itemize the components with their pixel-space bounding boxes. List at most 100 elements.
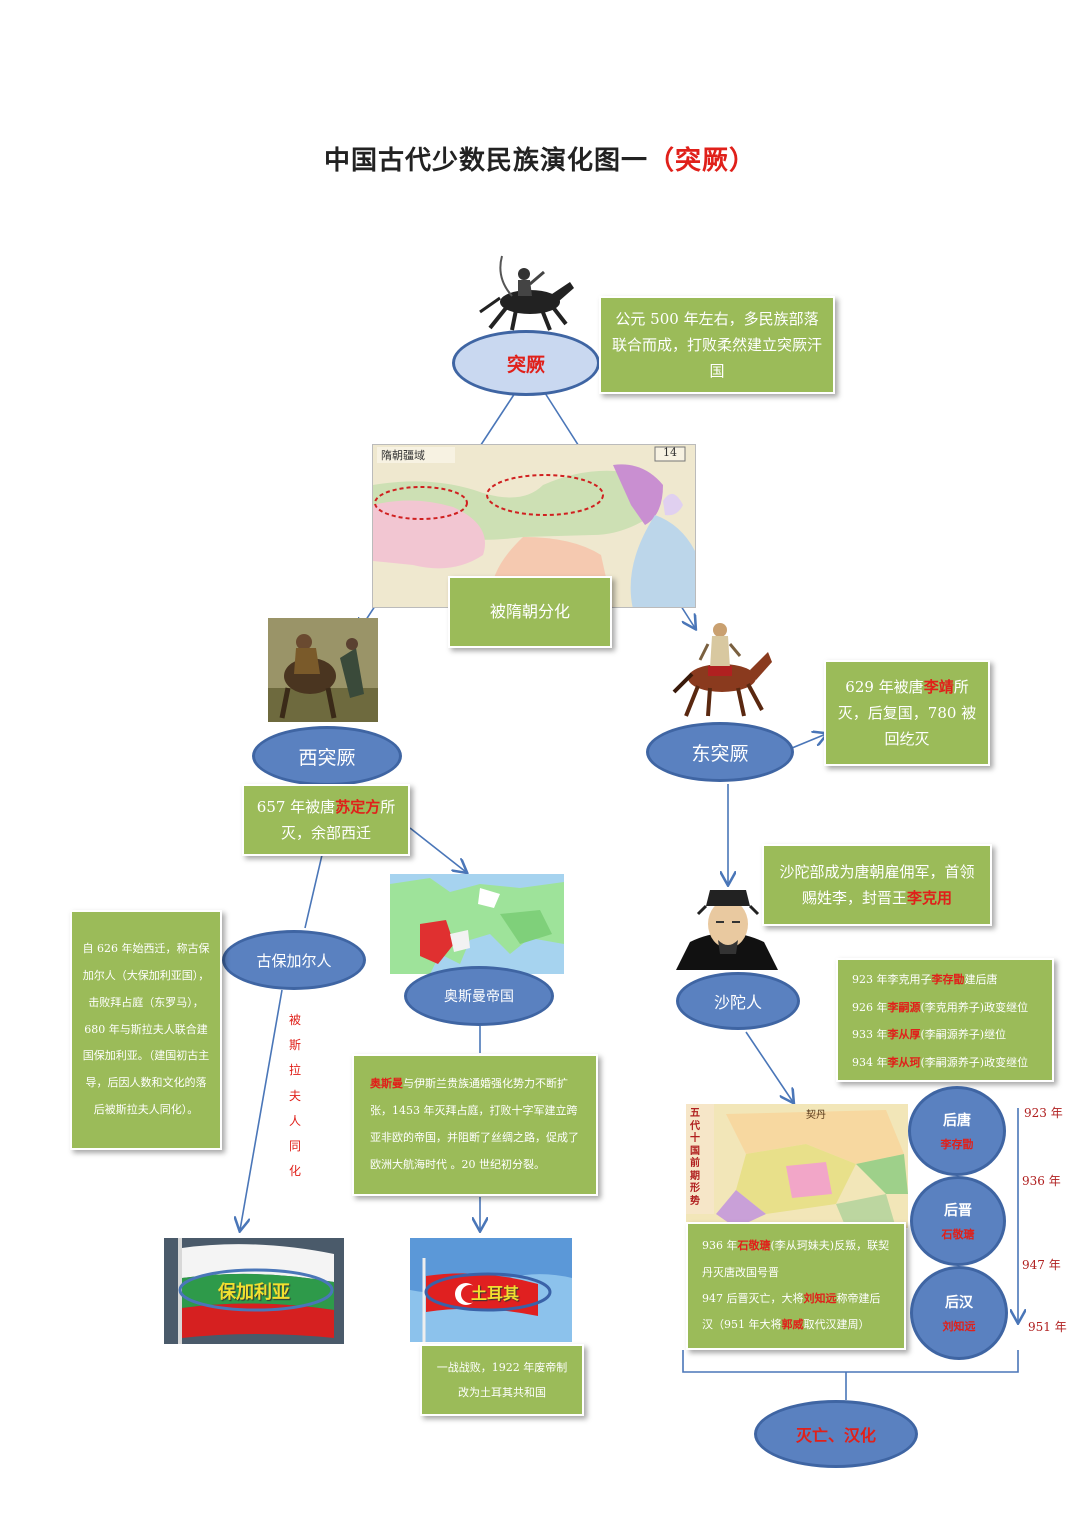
succession-line-4: 934 年李从珂(李嗣源养子)政变继位 — [852, 1049, 1028, 1077]
dynasty-later-han: 后汉 刘知远 — [910, 1266, 1008, 1360]
bulgaria-label: 保加利亚 — [218, 1282, 290, 1303]
succession-3-pre: 933 年 — [852, 1028, 888, 1041]
jin-han-1-name: 石敬瑭 — [737, 1239, 771, 1253]
succession-4-post: (李嗣源养子)政变继位 — [920, 1055, 1029, 1069]
jin-han-line-1: 936 年石敬瑭(李从珂妹夫)反叛，联契丹灭唐改国号晋 — [702, 1233, 890, 1286]
dynasty-later-jin: 后晋 石敬瑭 — [910, 1176, 1006, 1266]
slavicized-vertical-label: 被 斯 拉 夫 人 同 化 — [284, 1008, 306, 1184]
box-shatuo-pre: 沙陀部成为唐朝雇佣军，首领赐姓李，封晋王 — [779, 862, 975, 907]
sui-map-title: 隋朝疆域 — [381, 449, 425, 462]
jin-han-3-post: 取代汉建周） — [803, 1318, 870, 1332]
sui-map-number: 14 — [663, 446, 677, 459]
node-east-tujue: 东突厥 — [646, 722, 794, 782]
dynasty-later-tang-ruler: 李存勖 — [940, 1138, 974, 1151]
year-923: 923 年 — [1024, 1106, 1063, 1120]
node-shatuo-label: 沙陀人 — [713, 993, 762, 1012]
turkey-label: 土耳其 — [470, 1284, 519, 1303]
box-ottoman: 奥斯曼与伊斯兰贵族通婚强化势力不断扩张，1453 年灭拜占庭，打败十字军建立跨亚… — [352, 1054, 598, 1196]
dynasty-later-han-ruler: 刘知远 — [942, 1320, 976, 1333]
box-west-fate: 657 年被唐苏定方所灭，余部西迁 — [242, 784, 410, 856]
east-horseman-image — [664, 608, 776, 720]
vertical-char-5: 人 — [288, 1113, 301, 1128]
node-end-result: 灭亡、汉化 — [754, 1400, 918, 1468]
node-tujue: 突厥 — [452, 330, 600, 396]
west-warrior-image — [268, 618, 378, 722]
jin-han-3-name: 郭威 — [781, 1318, 804, 1332]
vertical-char-7: 化 — [288, 1164, 301, 1179]
vertical-char-2: 斯 — [288, 1038, 301, 1053]
year-936: 936 年 — [1022, 1174, 1061, 1188]
five-dynasties-map-title: 五代十国前期形势 — [690, 1108, 700, 1207]
succession-2-pre: 926 年 — [852, 1000, 888, 1014]
succession-1-name: 李存勖 — [931, 973, 965, 986]
title-main: 中国古代少数民族演化图一 — [323, 146, 648, 176]
jin-han-1-pre: 936 年 — [702, 1239, 738, 1253]
turkey-flag-image: 土耳其 — [410, 1238, 572, 1342]
li-keyong-portrait — [676, 884, 778, 970]
box-east-fate-post: 所灭，后复国，780 被回纥灭 — [837, 677, 977, 749]
box-bulgar: 自 626 年始西迁，称古保加尔人（大保加利亚国），击败拜占庭（东罗马），680… — [70, 910, 222, 1150]
box-shatuo-highlight: 李克用 — [907, 889, 953, 907]
dynasty-later-tang: 后唐 李存勖 — [908, 1086, 1006, 1176]
jin-han-2-post: 称帝建后汉（951 年大将 — [702, 1292, 881, 1332]
node-west-tujue: 西突厥 — [252, 726, 402, 786]
box-sui-split: 被隋朝分化 — [448, 576, 612, 648]
page-title: 中国古代少数民族演化图一（突厥） — [0, 140, 1080, 177]
box-east-fate-pre: 629 年被唐 — [845, 677, 924, 696]
box-origin-text: 公元 500 年左右，多民族部落联合而成，打败柔然建立突厥汗国 — [611, 309, 822, 381]
arrow-bulgar-to-bulgaria — [240, 989, 283, 1230]
succession-2-post: (李克用养子)政变继位 — [920, 1000, 1029, 1014]
jin-han-2-name: 刘知远 — [803, 1292, 837, 1305]
succession-line-1: 923 年李克用子李存勖建后唐 — [852, 966, 998, 994]
vertical-char-4: 夫 — [288, 1088, 301, 1103]
box-ottoman-highlight: 奥斯曼 — [370, 1077, 403, 1091]
title-highlight: （突厥） — [648, 146, 757, 176]
box-sui-split-text: 被隋朝分化 — [489, 602, 570, 621]
node-tujue-label: 突厥 — [506, 353, 545, 376]
five-dynasties-map-qidan: 契丹 — [806, 1110, 826, 1121]
succession-3-post: (李嗣源养子)继位 — [920, 1028, 1007, 1041]
dynasty-later-tang-name: 后唐 — [943, 1113, 971, 1129]
horse-archer-image — [472, 250, 578, 332]
box-turkey-text: 一战战败，1922 年废帝制改为土耳其共和国 — [436, 1360, 568, 1399]
box-east-fate-highlight: 李靖 — [923, 677, 954, 696]
node-east-tujue-label: 东突厥 — [691, 742, 749, 765]
box-east-fate: 629 年被唐李靖所灭，后复国，780 被回纥灭 — [824, 660, 990, 766]
box-east-fate-text: 629 年被唐李靖所灭，后复国，780 被回纥灭 — [836, 674, 978, 753]
succession-4-name: 李从珂 — [887, 1055, 921, 1069]
year-951: 951 年 — [1028, 1320, 1067, 1334]
node-shatuo: 沙陀人 — [676, 972, 800, 1030]
vertical-char-1: 被 — [288, 1013, 301, 1027]
succession-3-name: 李从厚 — [887, 1028, 921, 1041]
succession-1-pre: 923 年李克用子 — [852, 973, 932, 986]
year-947: 947 年 — [1022, 1258, 1061, 1272]
five-dynasties-map: 五代十国前期形势 契丹 — [686, 1104, 908, 1228]
box-shatuo: 沙陀部成为唐朝雇佣军，首领赐姓李，封晋王李克用 — [762, 844, 992, 926]
succession-1-post: 建后唐 — [964, 973, 998, 986]
node-old-bulgar: 古保加尔人 — [222, 930, 366, 990]
node-ottoman-label: 奥斯曼帝国 — [444, 989, 514, 1005]
jin-han-2-pre: 947 后晋灭亡，大将 — [702, 1292, 804, 1305]
succession-2-name: 李嗣源 — [887, 1000, 921, 1014]
line-xi-to-bulgar — [304, 854, 323, 929]
node-west-tujue-label: 西突厥 — [298, 746, 356, 769]
box-west-fate-text: 657 年被唐苏定方所灭，余部西迁 — [254, 794, 398, 847]
box-shatuo-text: 沙陀部成为唐朝雇佣军，首领赐姓李，封晋王李克用 — [774, 859, 980, 912]
box-turkey: 一战战败，1922 年废帝制改为土耳其共和国 — [420, 1344, 584, 1416]
box-later-tang-succession: 923 年李克用子李存勖建后唐 926 年李嗣源(李克用养子)政变继位 933 … — [836, 958, 1054, 1082]
jin-han-line-2: 947 后晋灭亡，大将刘知远称帝建后汉（951 年大将郭威取代汉建周） — [702, 1286, 890, 1339]
vertical-char-3: 拉 — [288, 1063, 301, 1078]
arrow-dong-to-box — [791, 734, 826, 749]
dynasty-later-jin-ruler: 石敬瑭 — [941, 1228, 975, 1241]
bracket-bottom — [682, 1350, 1019, 1373]
box-ottoman-post: 与伊斯兰贵族通婚强化势力不断扩张，1453 年灭拜占庭，打败十字军建立跨亚非欧的… — [370, 1077, 579, 1171]
node-ottoman: 奥斯曼帝国 — [404, 966, 554, 1026]
succession-line-2: 926 年李嗣源(李克用养子)政变继位 — [852, 994, 1028, 1022]
ottoman-map — [390, 874, 564, 974]
vertical-char-6: 同 — [288, 1138, 301, 1153]
box-bulgar-text: 自 626 年始西迁，称古保加尔人（大保加利亚国），击败拜占庭（东罗马），680… — [82, 941, 210, 1117]
box-ottoman-text: 奥斯曼与伊斯兰贵族通婚强化势力不断扩张，1453 年灭拜占庭，打败十字军建立跨亚… — [370, 1071, 580, 1179]
box-west-fate-post: 所灭，余部西迁 — [280, 797, 396, 842]
dynasty-later-han-name: 后汉 — [945, 1295, 973, 1311]
box-jin-han: 936 年石敬瑭(李从珂妹夫)反叛，联契丹灭唐改国号晋 947 后晋灭亡，大将刘… — [686, 1222, 906, 1350]
